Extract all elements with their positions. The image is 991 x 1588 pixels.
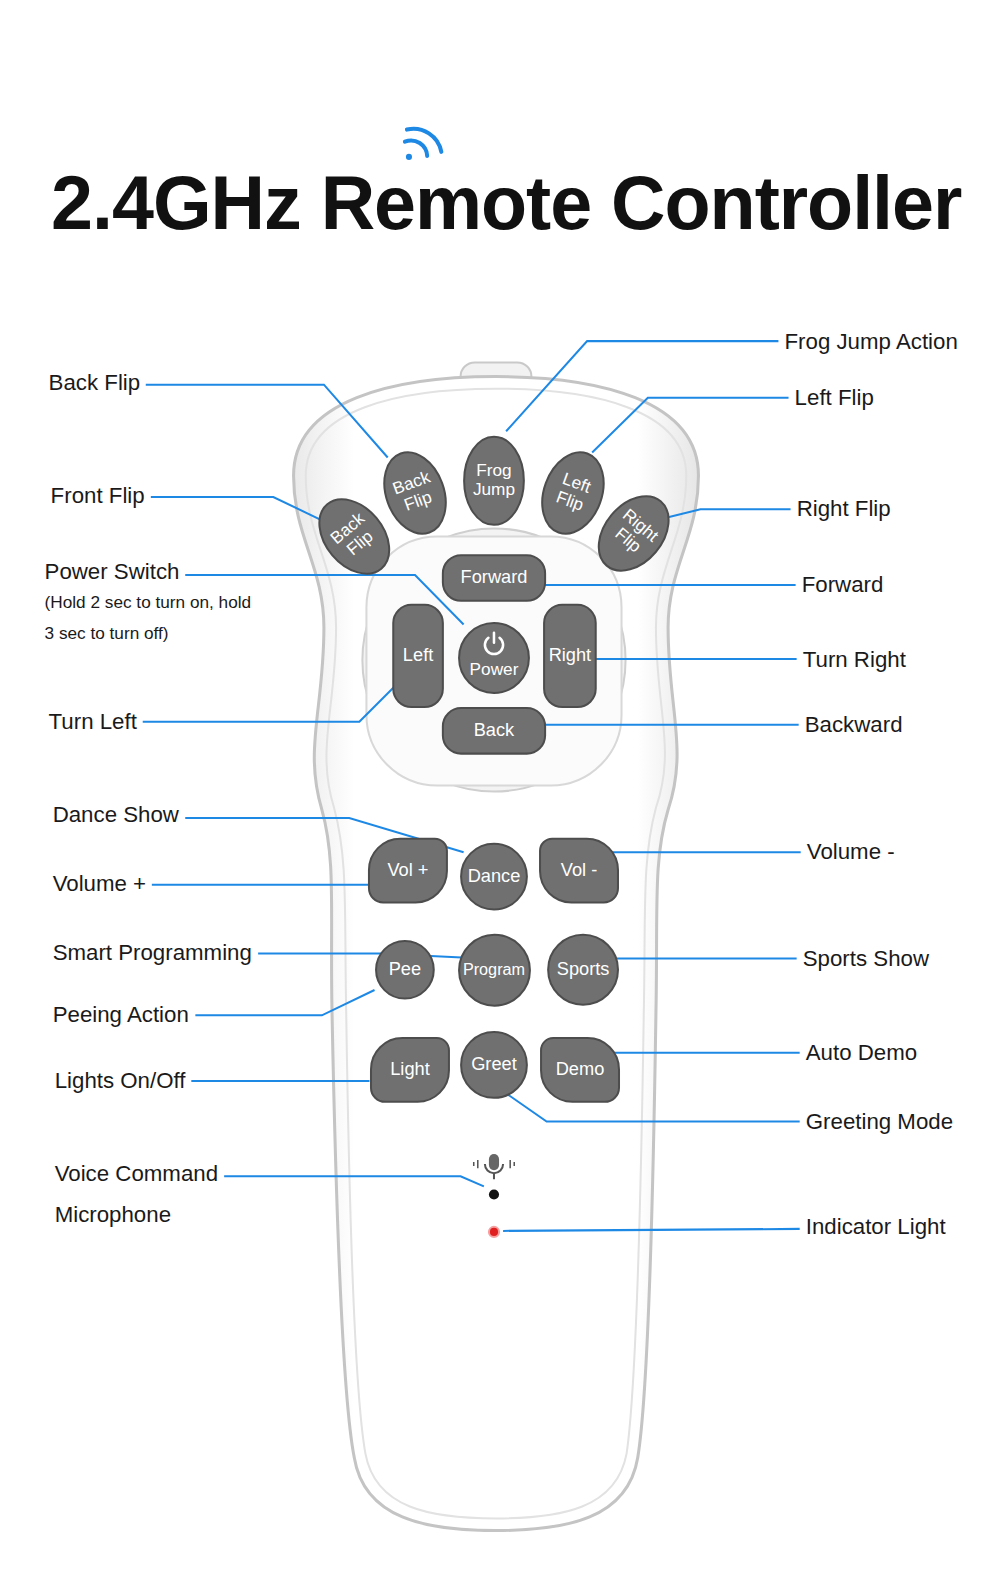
button-label: Left: [403, 646, 433, 666]
callout-label: (Hold 2 sec to turn on, hold 3 sec to tu…: [45, 588, 253, 649]
leader-line: [191, 1080, 369, 1082]
remote-button: Vol -: [539, 837, 620, 904]
button-label: Demo: [556, 1060, 605, 1080]
callout-label: Turn Right: [803, 647, 906, 674]
remote-button: Back: [441, 707, 546, 756]
microphone-icon: [474, 1154, 514, 1179]
wifi-icon: [405, 129, 441, 160]
remote-button: Frog Jump: [463, 435, 526, 526]
leader-line: [592, 398, 788, 453]
leader-line: [503, 1091, 800, 1121]
dpad-ring: [362, 528, 625, 791]
dpad-pad: [366, 536, 621, 785]
leader-line: [146, 385, 388, 458]
leader-line: [664, 509, 791, 518]
remote-button: Dance: [460, 842, 529, 911]
remote-button: Right: [543, 603, 598, 708]
remote-button: Light: [369, 1037, 450, 1104]
leader-line: [503, 1229, 800, 1231]
remote-button: Vol +: [367, 837, 448, 904]
button-label: Back: [474, 721, 515, 741]
title: 2.4GHz Remote Controller: [51, 159, 961, 245]
callout-label: Greeting Mode: [806, 1108, 953, 1135]
button-label: Power: [470, 636, 519, 679]
button-label: Pee: [389, 960, 421, 980]
power-icon: [485, 633, 503, 654]
remote-button: Sports: [547, 933, 620, 1006]
callout-label: Turn Left: [49, 709, 137, 736]
button-label: Frog Jump: [468, 462, 521, 500]
remote-button: Power: [458, 622, 531, 695]
leader-line: [615, 958, 796, 960]
callout-label: Volume +: [53, 871, 146, 898]
remote-button: Left: [392, 603, 445, 708]
leader-line: [528, 724, 798, 726]
remote-button: Demo: [540, 1037, 621, 1104]
leader-line: [610, 851, 800, 853]
button-label: Forward: [461, 568, 528, 588]
leader-line: [612, 1052, 799, 1054]
leader-line: [506, 341, 778, 431]
callout-label: Peeing Action: [53, 1002, 189, 1029]
indicator-light: [489, 1227, 499, 1237]
callout-label: Auto Demo: [806, 1040, 917, 1067]
button-label: Vol +: [387, 861, 428, 881]
button-label: Dance: [468, 867, 521, 887]
callout-label: Front Flip: [51, 483, 145, 510]
button-label: Greet: [471, 1055, 517, 1075]
leader-line: [528, 584, 795, 586]
callout-label: Frog Jump Action: [785, 329, 958, 356]
callout-label: Lights On/Off: [55, 1068, 186, 1095]
callout-label: Forward: [802, 572, 884, 599]
callout-label: Dance Show: [53, 802, 179, 829]
button-label: Light: [390, 1060, 430, 1080]
button-label: Vol -: [561, 861, 597, 881]
leader-line: [195, 990, 374, 1015]
remote-button: Program: [457, 933, 531, 1007]
callout-label: Backward: [805, 712, 903, 739]
leader-line: [595, 658, 796, 660]
microphone-hole: [489, 1189, 499, 1199]
button-label: Sports: [557, 960, 610, 980]
callout-label: Left Flip: [795, 385, 874, 412]
callout-label: Indicator Light: [806, 1214, 946, 1241]
leader-line: [224, 1176, 484, 1186]
callout-label: Power Switch: [45, 559, 180, 586]
remote-button: Forward: [441, 554, 546, 603]
leader-line: [152, 884, 377, 886]
callout-label: Sports Show: [803, 945, 929, 972]
button-label: Right: [549, 646, 592, 666]
button-shape: [458, 622, 531, 695]
leader-line: [143, 684, 397, 721]
remote-button: Pee: [375, 939, 436, 1000]
callout-label: Smart Programming: [53, 939, 252, 966]
callout-label: Back Flip: [49, 369, 141, 396]
remote-button: Greet: [460, 1030, 529, 1099]
button-label: Program: [463, 961, 525, 979]
callout-label: Right Flip: [797, 496, 891, 523]
callout-label: Volume -: [807, 839, 895, 866]
callout-label: Voice Command Microphone: [55, 1154, 232, 1235]
leader-line: [151, 497, 322, 520]
